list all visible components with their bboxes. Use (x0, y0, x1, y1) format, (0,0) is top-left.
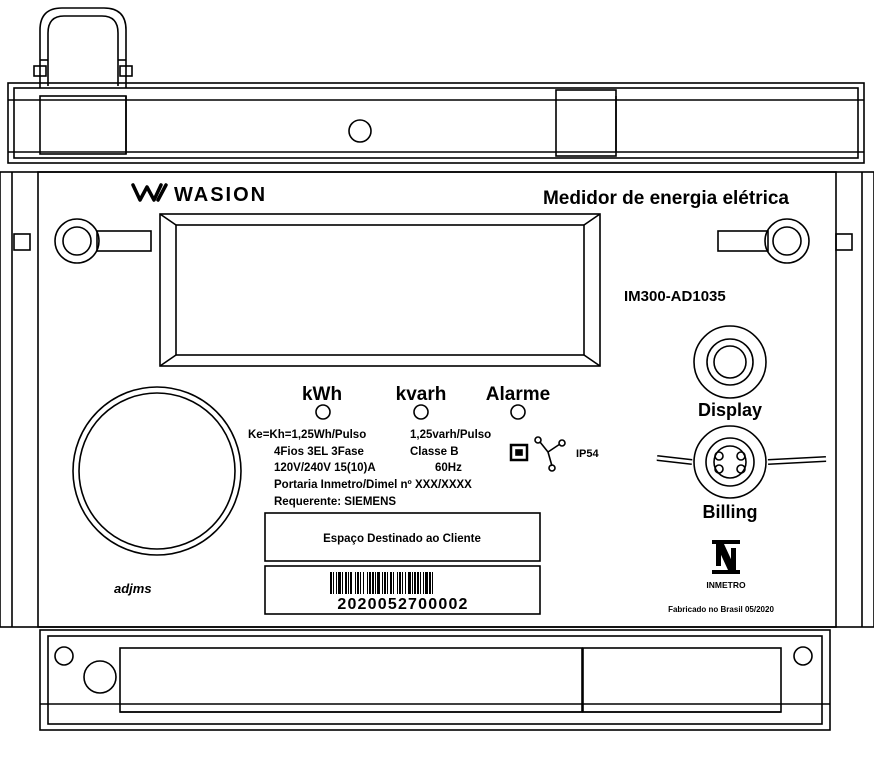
bottom-left-seal-icon (83, 660, 117, 694)
spec-class: Classe B (410, 446, 459, 458)
indicator-label-kwh: kWh (302, 384, 342, 405)
certifier-name: INMETRO (706, 580, 746, 590)
double-insulation-icon (509, 443, 529, 462)
indicator-label-kvarh: kvarh (396, 384, 447, 405)
lcd-display (159, 213, 601, 367)
right-mount-screw-icon (717, 218, 810, 264)
manufacture-note: Fabricado no Brasil 05/2020 (668, 605, 774, 614)
connection-symbol-icon (534, 436, 566, 472)
display-button[interactable] (693, 325, 767, 399)
spec-voltage-current: 120V/240V 15(10)A (274, 462, 376, 474)
led-alarme-icon (510, 404, 526, 420)
spec-pulse-reactive: 1,25varh/Pulso (410, 429, 491, 441)
meter-body (0, 171, 874, 628)
customer-area-box (264, 512, 541, 562)
bottom-left-screw-icon (54, 646, 74, 666)
wasion-logo-icon (131, 183, 168, 202)
led-kwh-icon (315, 404, 331, 420)
signature: adjms (114, 581, 152, 596)
led-kvarh-icon (413, 404, 429, 420)
bottom-cover (39, 629, 831, 731)
inmetro-logo-icon (712, 540, 740, 574)
top-screw-icon (348, 119, 372, 143)
spec-frequency: 60Hz (435, 462, 462, 474)
model-number: IM300-AD1035 (624, 288, 726, 305)
billing-button[interactable] (656, 425, 827, 499)
barcode-box (264, 565, 541, 615)
billing-button-label: Billing (703, 502, 758, 522)
page-title: Medidor de energia elétrica (543, 188, 789, 209)
spec-wiring: 4Fios 3EL 3Fase (274, 446, 364, 458)
left-mount-screw-icon (54, 218, 152, 264)
display-button-label: Display (698, 400, 762, 420)
protection-rating: IP54 (576, 448, 600, 460)
spec-portaria: Portaria Inmetro/Dimel nº XXX/XXXX (274, 479, 472, 491)
barcode-number: 2020052700002 (337, 596, 468, 613)
top-hanger-clip (33, 7, 133, 88)
top-cover (7, 82, 865, 164)
brand-name: WASION (174, 184, 267, 206)
indicator-label-alarme: Alarme (486, 384, 550, 405)
optical-port (72, 386, 242, 556)
spec-requerente: Requerente: SIEMENS (274, 496, 396, 508)
bottom-right-screw-icon (793, 646, 813, 666)
customer-space-label: Espaço Destinado ao Cliente (323, 533, 481, 545)
spec-pulse-active: Ke=Kh=1,25Wh/Pulso (248, 429, 366, 441)
barcode (330, 572, 433, 594)
